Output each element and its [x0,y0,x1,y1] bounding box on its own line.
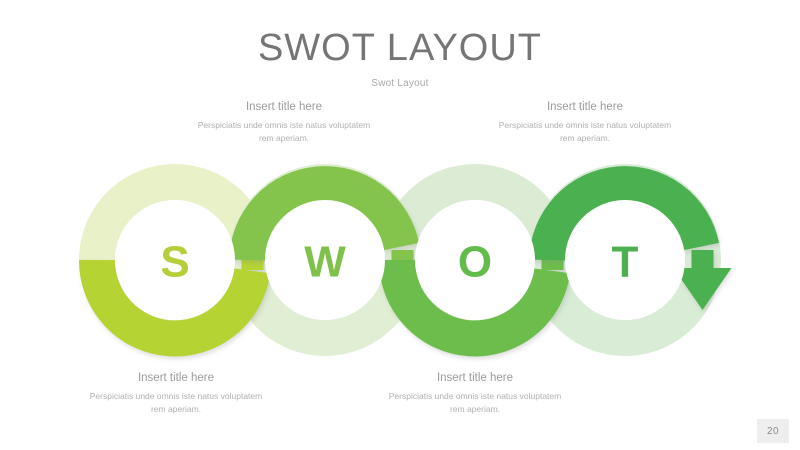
caption-w-title: Insert title here [245,101,323,113]
page-subtitle: Swot Layout [371,78,429,89]
page-title: SWOT LAYOUT [257,27,543,69]
caption-s: Insert title here Perspiciatis unde omni… [86,370,266,415]
inner-disc-w [265,200,385,320]
inner-disc-t [565,200,685,320]
caption-t: Insert title here Perspiciatis unde omni… [495,99,675,144]
arrowhead-t-down [673,250,732,310]
caption-o: Insert title here Perspiciatis unde omni… [385,370,565,415]
ring-letter-o: O [458,238,492,287]
caption-o-title: Insert title here [436,372,514,384]
caption-s-title: Insert title here [137,372,215,384]
swot-chain-diagram: S W O T [60,164,740,357]
ring-letter-t: T [612,238,639,287]
caption-w: Insert title here Perspiciatis unde omni… [194,99,374,144]
arc-t [529,166,732,310]
caption-o-body: Perspiciatis unde omnis iste natus volup… [388,391,562,414]
ring-inner-disc-group [115,200,685,320]
caption-t-title: Insert title here [546,101,624,113]
caption-s-body: Perspiciatis unde omnis iste natus volup… [89,391,263,414]
caption-t-body: Perspiciatis unde omnis iste natus volup… [498,120,672,143]
inner-disc-s [115,200,235,320]
page-number-badge: 20 [757,419,789,443]
ring-letter-s: S [160,238,189,287]
ring-letter-w: W [304,238,346,287]
caption-w-body: Perspiciatis unde omnis iste natus volup… [197,120,371,143]
inner-disc-o [415,200,535,320]
